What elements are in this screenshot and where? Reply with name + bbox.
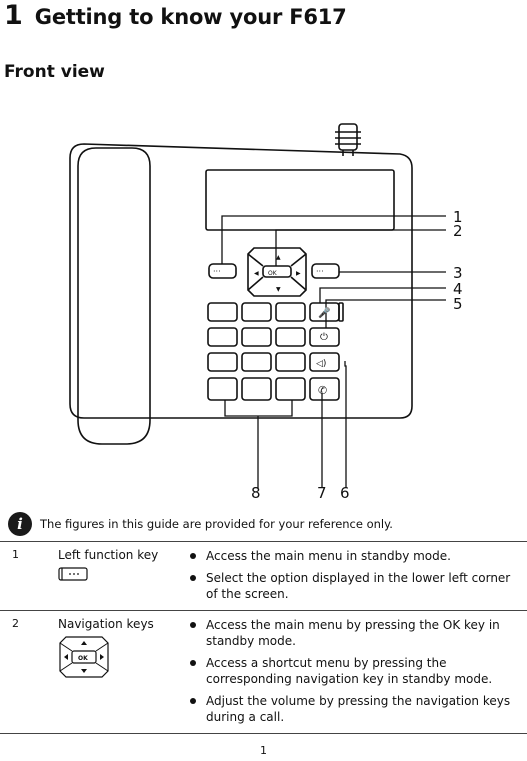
ok-key-label: OK <box>78 655 88 662</box>
svg-text:◁): ◁) <box>316 359 326 369</box>
list-item: Adjust the volume by pressing the naviga… <box>188 693 517 725</box>
svg-text:✆: ✆ <box>318 384 327 397</box>
right-function-key <box>311 263 340 279</box>
navigation-keys <box>247 247 307 297</box>
callout-7: 7 <box>317 484 327 502</box>
svg-text:···: ··· <box>316 267 324 276</box>
list-item: Access the main menu in standby mode. <box>188 548 517 564</box>
callout-3: 3 <box>453 264 463 282</box>
chapter-number: 1 <box>4 0 23 31</box>
list-item: Access a shortcut menu by pressing the c… <box>188 655 517 687</box>
svg-text:🎤: 🎤 <box>318 306 331 319</box>
svg-text:▲: ▲ <box>276 254 281 261</box>
callout-1: 1 <box>453 208 463 226</box>
reference-note: i The figures in this guide are provided… <box>8 512 393 536</box>
callout-6: 6 <box>340 484 350 502</box>
page-number: 1 <box>260 744 267 757</box>
svg-text:◀: ◀ <box>254 270 259 277</box>
table-row: 2 Navigation keys OK Access the main men… <box>0 610 527 734</box>
svg-text:▼: ▼ <box>276 286 281 293</box>
left-function-key-icon <box>58 567 88 581</box>
key-descriptions: Access the main menu in standby mode. Se… <box>188 548 517 602</box>
list-item: Access the main menu by pressing the OK … <box>188 617 517 649</box>
svg-text:···: ··· <box>213 267 221 276</box>
key-name: Navigation keys <box>58 617 154 631</box>
list-item: Select the option displayed in the lower… <box>188 570 517 602</box>
callout-4: 4 <box>453 280 463 298</box>
callout-5: 5 <box>453 295 463 313</box>
chapter-title: Getting to know your F617 <box>34 5 347 29</box>
table-row: 1 Left function key Access the main menu… <box>0 541 527 611</box>
chapter-heading: 1 Getting to know your F617 <box>4 0 347 34</box>
key-description-table: 1 Left function key Access the main menu… <box>0 541 527 734</box>
key-number: 2 <box>12 617 19 630</box>
key-name: Left function key <box>58 548 159 562</box>
svg-text:OK: OK <box>268 270 278 277</box>
key-descriptions: Access the main menu by pressing the OK … <box>188 617 517 725</box>
callout-2: 2 <box>453 222 463 240</box>
key-number: 1 <box>12 548 19 561</box>
svg-text:▶: ▶ <box>296 270 301 277</box>
display-screen <box>205 169 395 231</box>
section-title: Front view <box>4 62 105 82</box>
keypad <box>207 302 344 401</box>
svg-text:⏻: ⏻ <box>320 332 328 343</box>
phone-body <box>69 143 413 419</box>
antenna-icon <box>335 123 361 156</box>
info-icon: i <box>8 512 32 536</box>
callout-8: 8 <box>251 484 261 502</box>
phone-front-view-figure: OK ··· ··· ▲ ▼ ◀ ▶ 🎤 ⏻ ◁) ✆ 1 2 3 4 5 8 … <box>69 123 463 502</box>
note-text: The figures in this guide are provided f… <box>40 517 393 531</box>
navigation-keys-icon: OK <box>59 636 109 678</box>
handset <box>77 147 151 445</box>
